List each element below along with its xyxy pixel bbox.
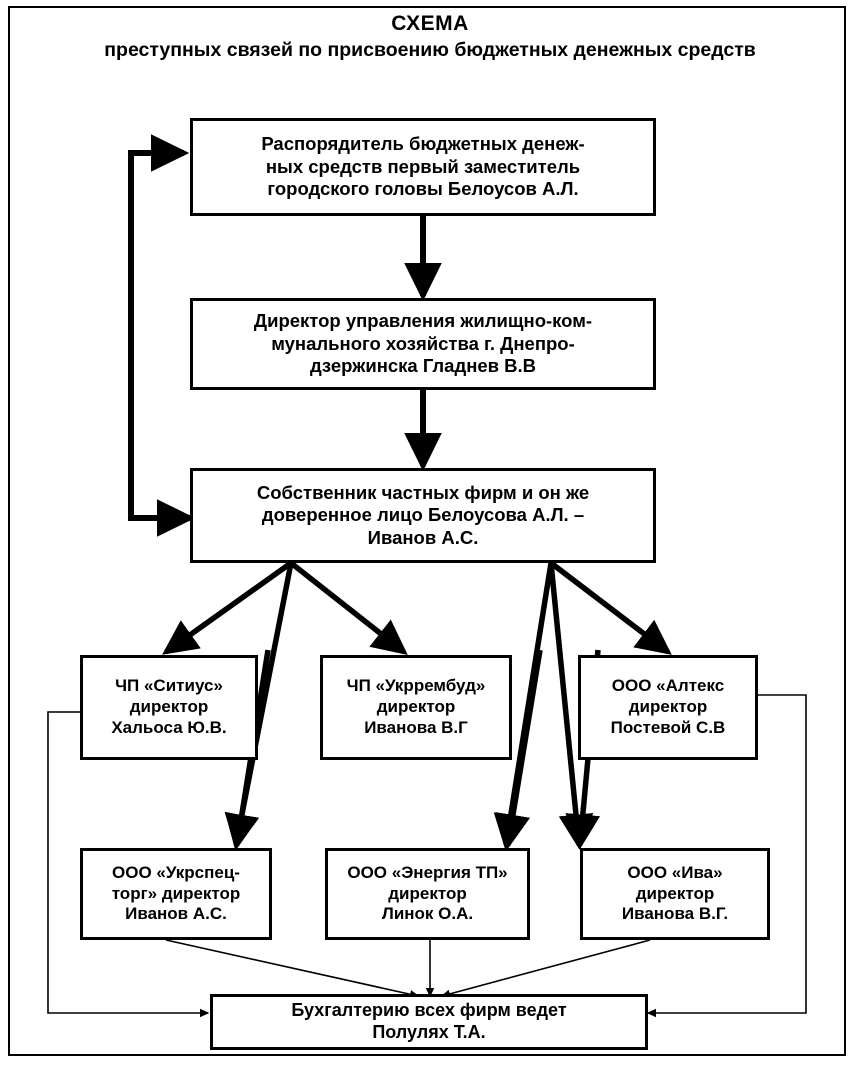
node-ukrspectorg[interactable]: ООО «Укрспец- торг» директор Иванов А.С.	[80, 848, 272, 940]
node-housing-director[interactable]: Директор управления жилищно-ком- мунальн…	[190, 298, 656, 390]
node-owner[interactable]: Собственник частных фирм и он же доверен…	[190, 468, 656, 563]
node-accounting[interactable]: Бухгалтерию всех фирм ведет Полулях Т.А.	[210, 994, 648, 1050]
node-alteks[interactable]: ООО «Алтекс директор Постевой С.В	[578, 655, 758, 760]
node-energia-tp[interactable]: ООО «Энергия ТП» директор Линок О.А.	[325, 848, 530, 940]
title-subtitle: преступных связей по присвоению бюджетны…	[104, 39, 756, 62]
title-main: СХЕМА	[391, 12, 469, 35]
node-iva[interactable]: ООО «Ива» директор Иванова В.Г.	[580, 848, 770, 940]
diagram-title: СХЕМА преступных связей по присвоению бю…	[0, 12, 860, 63]
node-budget-manager[interactable]: Распорядитель бюджетных денеж- ных средс…	[190, 118, 656, 216]
node-ukrrembud[interactable]: ЧП «Укррембуд» директор Иванова В.Г	[320, 655, 512, 760]
node-sitius[interactable]: ЧП «Ситиус» директор Хальоса Ю.В.	[80, 655, 258, 760]
diagram-border	[8, 6, 846, 1056]
